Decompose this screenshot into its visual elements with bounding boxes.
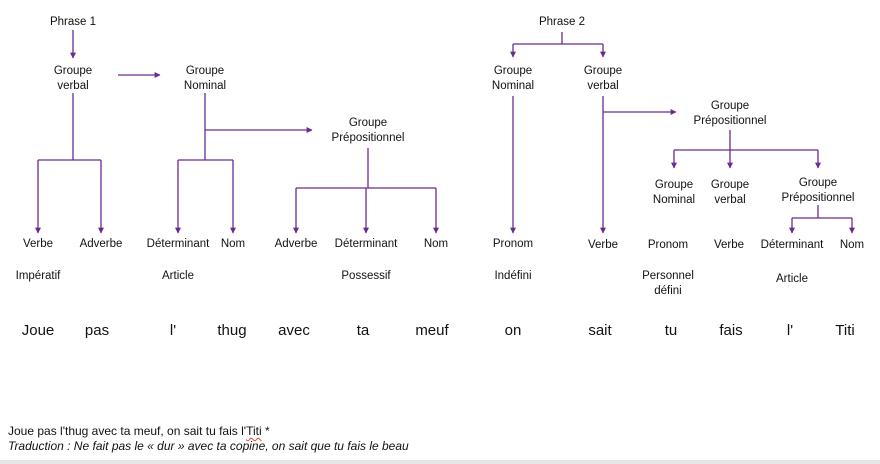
gv2-line1: Groupe: [711, 179, 749, 191]
word: Titi: [835, 322, 854, 339]
word: sait: [588, 322, 612, 339]
category-label: Nom: [840, 239, 864, 251]
gn-p2-line1: Groupe: [494, 65, 532, 77]
gp2-line2: Prépositionnel: [782, 192, 855, 204]
detail-imperatif: Impératif: [16, 270, 62, 282]
gv-p2-line1: Groupe: [584, 65, 622, 77]
word: on: [505, 322, 522, 339]
word: l': [170, 322, 176, 339]
detail-indefini: Indéfini: [494, 270, 531, 282]
category-label: Verbe: [714, 239, 744, 251]
detail-article-1: Article: [162, 270, 194, 282]
detail-personnel-line1: Personnel: [642, 270, 694, 282]
gp-p2-line1: Groupe: [711, 100, 749, 112]
category-label: Nom: [424, 238, 448, 250]
category-row: Verbe Adverbe Déterminant Nom Adverbe Dé…: [23, 238, 864, 251]
detail-article-2: Article: [776, 273, 808, 285]
gv2-line2: verbal: [714, 194, 745, 206]
caption-sentence-main: Joue pas l'thug avec ta meuf, on sait tu…: [8, 424, 247, 438]
category-label: Déterminant: [147, 238, 210, 250]
category-label: Adverbe: [80, 238, 123, 250]
word: meuf: [415, 322, 449, 339]
word-row: Joue pas l' thug avec ta meuf on sait tu…: [22, 322, 855, 339]
category-label: Nom: [221, 238, 245, 250]
category-label: Verbe: [23, 238, 53, 250]
detail-possessif: Possessif: [341, 270, 391, 282]
tree-connectors: [35, 30, 855, 234]
category-label: Déterminant: [761, 239, 824, 251]
gp-line1: Groupe: [349, 117, 387, 129]
caption-spellcheck-word: Titi: [246, 424, 262, 438]
gn-line2: Nominal: [184, 80, 226, 92]
detail-row: Impératif Article Possessif Indéfini Per…: [16, 270, 808, 297]
word: avec: [278, 322, 310, 339]
category-label: Adverbe: [275, 238, 318, 250]
word: fais: [719, 322, 742, 339]
category-label: Pronom: [648, 239, 688, 251]
word: Joue: [22, 322, 55, 339]
gv-line1: Groupe: [54, 65, 92, 77]
detail-personnel-line2: défini: [654, 285, 682, 297]
phrase2-title: Phrase 2: [539, 16, 585, 28]
word: thug: [217, 322, 246, 339]
gn-p2-line2: Nominal: [492, 80, 534, 92]
gv-line2: verbal: [57, 80, 88, 92]
tree-nodes: Phrase 1 Groupe verbal Groupe Nominal Gr…: [50, 16, 854, 206]
word: l': [787, 322, 793, 339]
caption-asterisk: *: [261, 424, 270, 438]
category-label: Verbe: [588, 239, 618, 251]
gn2-line2: Nominal: [653, 194, 695, 206]
phrase1-title: Phrase 1: [50, 16, 96, 28]
word: ta: [357, 322, 370, 339]
gv-p2-line2: verbal: [587, 80, 618, 92]
caption-sentence: Joue pas l'thug avec ta meuf, on sait tu…: [8, 424, 409, 439]
word: tu: [665, 322, 678, 339]
caption-translation: Traduction : Ne fait pas le « dur » avec…: [8, 439, 409, 453]
gn-line1: Groupe: [186, 65, 224, 77]
gp2-line1: Groupe: [799, 177, 837, 189]
gp-line2: Prépositionnel: [332, 132, 405, 144]
caption: Joue pas l'thug avec ta meuf, on sait tu…: [8, 424, 409, 454]
category-label: Déterminant: [335, 238, 398, 250]
bottom-scroll-edge: [0, 460, 880, 464]
word: pas: [85, 322, 109, 339]
category-label: Pronom: [493, 238, 533, 250]
gn2-line1: Groupe: [655, 179, 693, 191]
gp-p2-line2: Prépositionnel: [694, 115, 767, 127]
